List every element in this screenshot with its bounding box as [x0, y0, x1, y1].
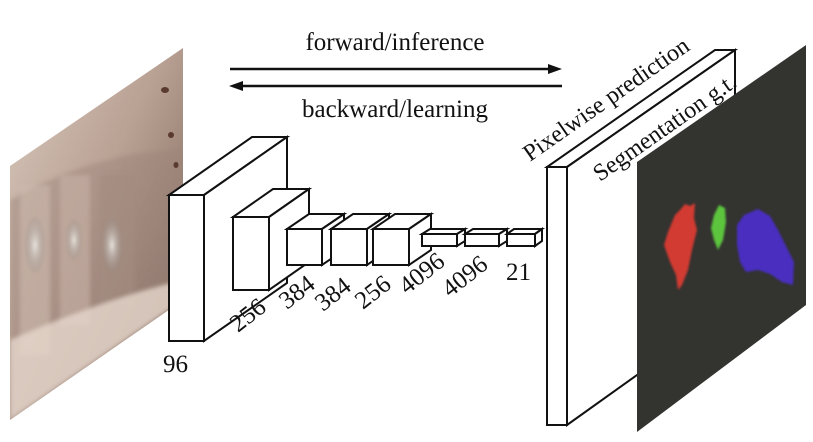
- box-front-face: [372, 228, 410, 266]
- segmentation-groundtruth: [637, 45, 806, 432]
- layer-box-8: [503, 227, 546, 248]
- box-front-face: [168, 194, 205, 342]
- input-image: [10, 48, 183, 420]
- forward-arrow: [230, 64, 562, 74]
- box-front-face: [506, 233, 536, 247]
- green-region: [711, 205, 726, 250]
- damage-spot: [25, 217, 45, 273]
- red-region: [664, 203, 697, 290]
- backward-label: backward/learning: [302, 96, 489, 123]
- layer-label-96: 96: [163, 351, 188, 378]
- box-front-face: [286, 228, 323, 266]
- layer-label-21: 21: [506, 259, 531, 286]
- box-front-face: [330, 228, 368, 266]
- layer-label-256b: 256: [350, 270, 396, 314]
- layer-label-4096b: 4096: [437, 251, 493, 303]
- network-layers: [165, 135, 546, 343]
- box-front-face: [421, 233, 458, 247]
- backward-arrow: [229, 81, 562, 91]
- blue-region: [737, 209, 794, 285]
- layer-box-6: [418, 227, 469, 248]
- box-front-face: [464, 233, 500, 247]
- forward-label: forward/inference: [305, 29, 484, 56]
- layer-box-5: [369, 212, 435, 267]
- damage-spot: [102, 219, 122, 271]
- damage-spot: [66, 220, 82, 260]
- box-front-face: [232, 216, 270, 291]
- layer-box-7: [461, 227, 511, 248]
